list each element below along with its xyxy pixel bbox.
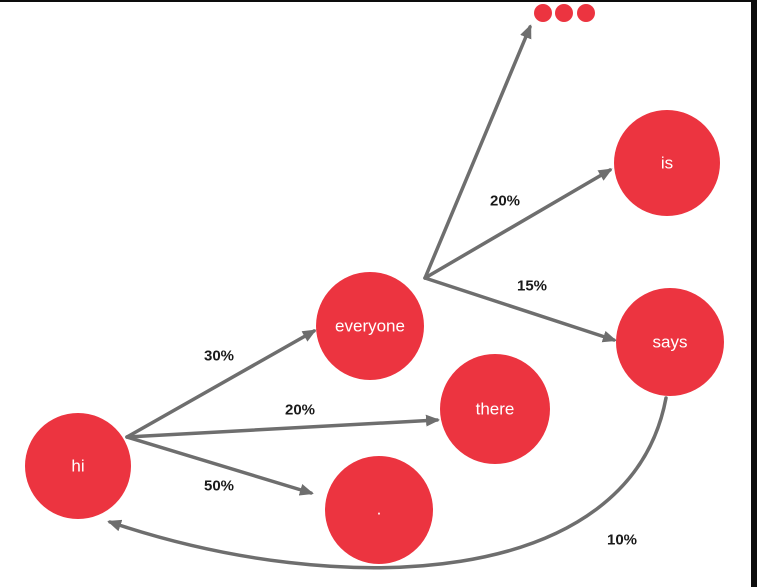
frame-edge-top: [0, 0, 757, 2]
node-hi-label: hi: [71, 457, 84, 476]
frame-edge-right: [751, 0, 757, 587]
node-period: .: [325, 456, 433, 564]
node-there-circle: [440, 354, 550, 464]
node-is: is: [614, 110, 720, 216]
node-everyone: everyone: [316, 272, 424, 380]
node-everyone-circle: [316, 272, 424, 380]
node-is-label: is: [661, 154, 673, 173]
edge-everyone-is: [423, 168, 613, 280]
edge-label-hi-everyone: 30%: [204, 348, 234, 365]
node-says-circle: [616, 288, 724, 396]
node-everyone-label: everyone: [335, 317, 405, 336]
edge-label-says-hi: 10%: [607, 532, 637, 549]
ellipsis-dots-icon: [534, 4, 595, 22]
node-says-label: says: [653, 333, 688, 352]
node-there-label: there: [476, 400, 515, 419]
edge-hi-everyone: [125, 329, 317, 439]
node-hi-circle: [25, 413, 131, 519]
node-period-circle: [325, 456, 433, 564]
ellipsis-dot-2: [555, 4, 573, 22]
edge-hi-there: [125, 414, 440, 439]
node-period-label: .: [377, 500, 382, 519]
node-hi: hi: [25, 413, 131, 519]
edge-says-hi: [107, 396, 668, 570]
node-there: there: [440, 354, 550, 464]
node-is-circle: [614, 110, 720, 216]
edge-everyone-ellipsis: [423, 24, 532, 280]
edge-everyone-says: [423, 276, 617, 343]
edge-hi-period: [125, 435, 314, 496]
edge-label-everyone-says: 15%: [517, 278, 547, 295]
edge-label-hi-there: 20%: [285, 402, 315, 419]
edge-label-hi-period: 50%: [204, 478, 234, 495]
node-says: says: [616, 288, 724, 396]
edge-label-everyone-is: 20%: [490, 193, 520, 210]
ellipsis-dot-1: [534, 4, 552, 22]
ellipsis-dot-3: [577, 4, 595, 22]
